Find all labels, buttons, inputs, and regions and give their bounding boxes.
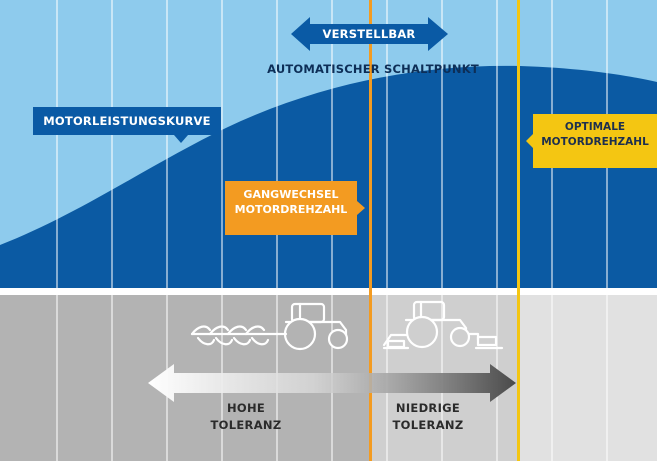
power-curve-label: MOTORLEISTUNGSKURVE <box>43 114 211 128</box>
optimal-line-2: MOTORDREHZAHL <box>541 136 649 148</box>
auto-shift-point-label: AUTOMATISCHER SCHALTPUNKT <box>267 62 479 76</box>
gear-change-rpm-label: GANGWECHSEL MOTORDREHZAHL <box>225 187 357 217</box>
low-tolerance-label: NIEDRIGE TOLERANZ <box>378 400 478 434</box>
optimal-rpm-callout-box <box>526 114 657 168</box>
gear-change-line-2: MOTORDREHZAHL <box>234 203 348 216</box>
tolerance-double-arrow <box>148 364 516 402</box>
separator-band <box>0 288 657 295</box>
low-tolerance-line-1: NIEDRIGE <box>395 401 461 415</box>
high-tolerance-line-2: TOLERANZ <box>210 418 282 432</box>
adjustable-label: VERSTELLBAR <box>322 27 416 41</box>
high-tolerance-line-1: HOHE <box>226 401 266 415</box>
low-tolerance-line-2: TOLERANZ <box>392 418 464 432</box>
optimal-line-1: OPTIMALE <box>564 121 626 133</box>
tractor-with-mower-icon <box>382 300 504 350</box>
ground-outside-tolerance <box>518 295 657 461</box>
power-curve-callout-box <box>33 107 221 143</box>
gear-change-line-1: GANGWECHSEL <box>243 188 339 201</box>
optimal-rpm-label: OPTIMALE MOTORDREHZAHL <box>533 120 657 150</box>
power-curve-area <box>0 65 657 289</box>
gear-change-callout-box <box>225 181 365 235</box>
adjustable-double-arrow <box>291 17 448 51</box>
tractor-with-plough-icon <box>190 302 349 351</box>
high-tolerance-label: HOHE TOLERANZ <box>200 400 292 434</box>
